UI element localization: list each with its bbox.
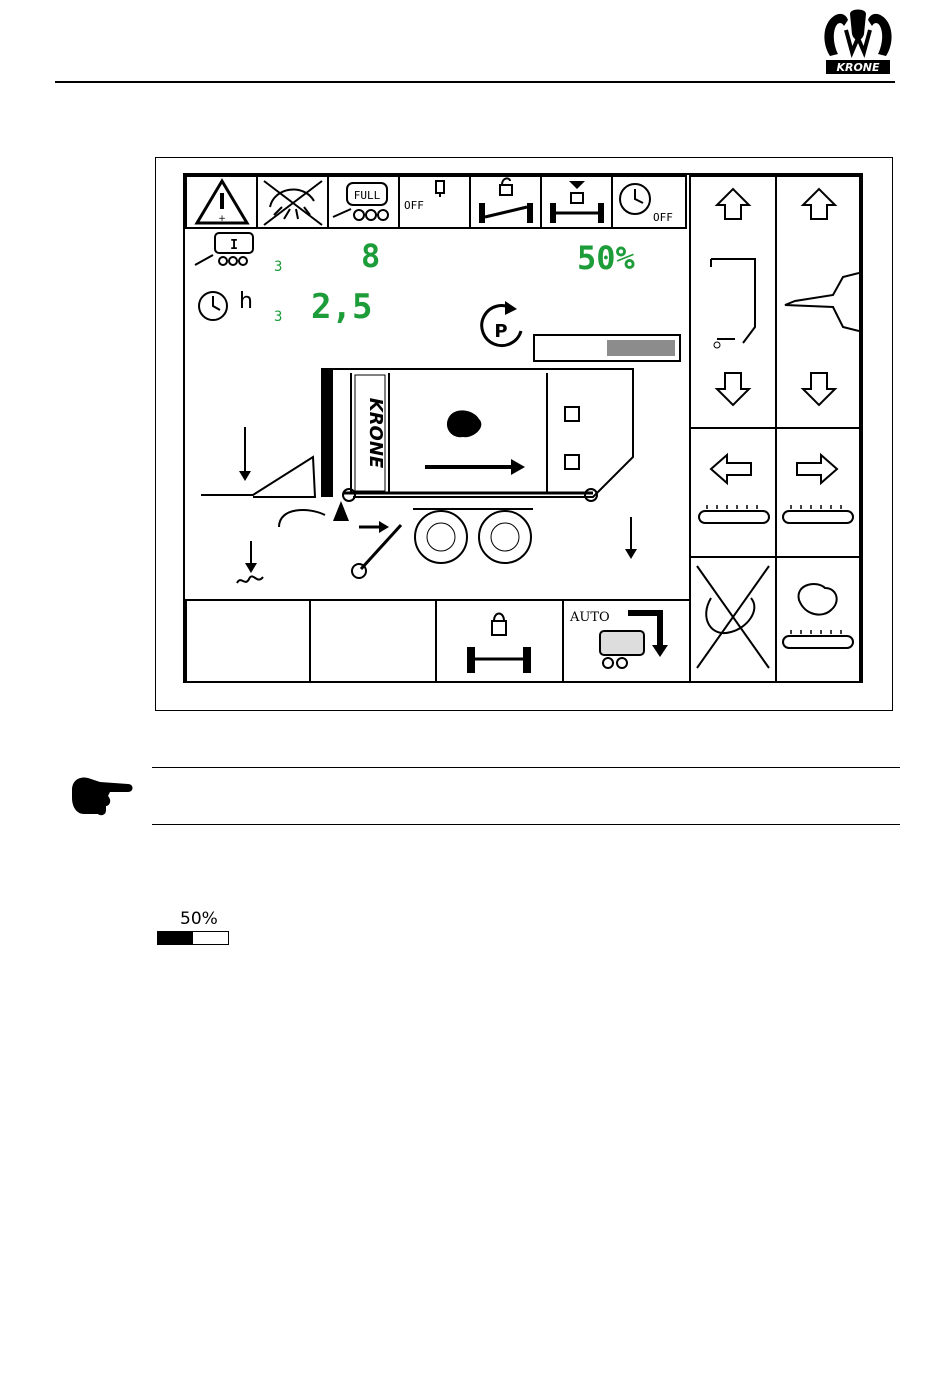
- floor-forward-icon: [777, 429, 859, 556]
- note-rule-bottom: [152, 824, 900, 825]
- light-off-button[interactable]: OFF: [398, 175, 471, 229]
- mini-fill-bar-fill: [158, 932, 193, 944]
- load-floor-button[interactable]: [775, 556, 861, 683]
- hours-subscript: 3: [274, 309, 282, 325]
- axle-unlock-icon: [471, 177, 541, 227]
- mini-fill-label: 50%: [180, 909, 218, 929]
- pickup-off-button[interactable]: [256, 175, 329, 229]
- status-area: I 3 8 h 3 2,5 P 50%: [185, 227, 689, 599]
- wagon-diagram: KRONE: [193, 357, 683, 597]
- timer-off-icon: OFF: [613, 177, 685, 227]
- drawbar-control[interactable]: [689, 175, 777, 429]
- hours-value: 2,5: [311, 287, 372, 327]
- axle-lock-button[interactable]: [435, 599, 564, 683]
- logo-text: KRONE: [836, 61, 880, 74]
- off-label-1: OFF: [404, 199, 424, 212]
- floor-reverse-button[interactable]: [689, 427, 777, 558]
- load-floor-icon: [777, 558, 859, 681]
- full-label: FULL: [354, 189, 381, 202]
- hours-unit: h: [239, 289, 253, 314]
- no-pickup-icon: [258, 177, 328, 227]
- warning-button[interactable]: +: [185, 175, 258, 229]
- fill-level-track: [539, 340, 675, 356]
- knives-off-button[interactable]: [689, 556, 777, 683]
- parking-label: P: [494, 321, 507, 342]
- softkey-empty-1[interactable]: [185, 599, 311, 683]
- knives-off-icon: [691, 558, 775, 681]
- header-rule: [55, 81, 895, 83]
- axle-center-icon: [542, 177, 612, 227]
- floor-reverse-icon: [691, 429, 775, 556]
- svg-text:+: +: [218, 214, 226, 224]
- auto-unload-icon: AUTO: [564, 601, 689, 681]
- fill-level-fill: [539, 340, 607, 356]
- mini-fill-bar: [157, 931, 229, 945]
- wagon-full-icon: FULL: [329, 177, 399, 227]
- terminal-display: + FULL OFF: [183, 173, 863, 683]
- bale-count-value: 8: [361, 237, 380, 275]
- auto-label: AUTO: [569, 610, 610, 625]
- pointing-hand-icon: [70, 770, 134, 824]
- trailer-brand: KRONE: [365, 398, 386, 469]
- axle-center-button[interactable]: [540, 175, 613, 229]
- timer-off-button[interactable]: OFF: [611, 175, 687, 229]
- support-leg-control[interactable]: [775, 175, 861, 429]
- axle-lock-icon: [437, 601, 562, 681]
- off-label-2: OFF: [653, 211, 673, 224]
- floor-forward-button[interactable]: [775, 427, 861, 558]
- wagon-full-button[interactable]: FULL: [327, 175, 400, 229]
- hours-clock-icon: [197, 289, 231, 323]
- auto-unload-button[interactable]: AUTO: [562, 599, 691, 683]
- svg-text:I: I: [230, 238, 238, 253]
- parking-brake-icon: P: [477, 299, 527, 355]
- support-leg-icon: [777, 177, 859, 427]
- axle-unlock-button[interactable]: [469, 175, 542, 229]
- krone-logo: KRONE: [820, 4, 896, 80]
- fill-percent-value: 50%: [577, 239, 635, 277]
- light-off-icon: OFF: [400, 177, 470, 227]
- softkey-empty-2[interactable]: [309, 599, 437, 683]
- note-rule-top: [152, 767, 900, 768]
- bale-counter-icon: I: [193, 231, 259, 271]
- warning-icon: +: [187, 177, 257, 227]
- drawbar-icon: [691, 177, 775, 427]
- bale-count-subscript: 3: [274, 259, 282, 275]
